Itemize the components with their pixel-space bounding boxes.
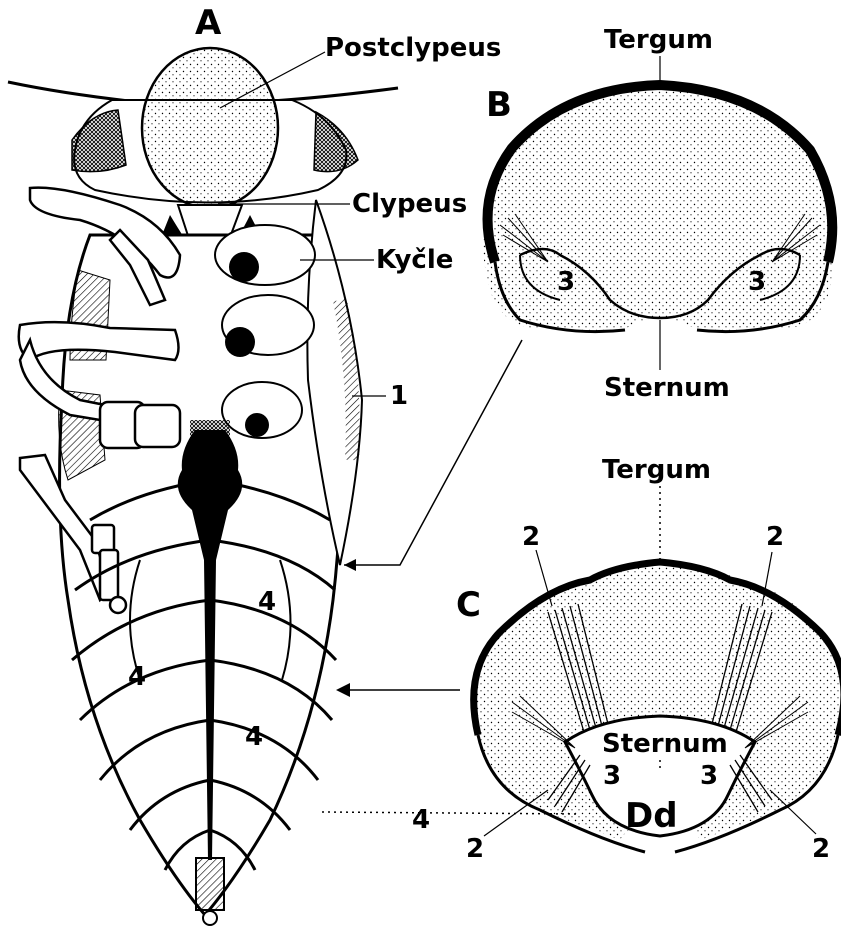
postclypeus-shape	[142, 48, 278, 208]
panel-b-cross-section	[483, 85, 833, 333]
label-segment-4-b: 4	[128, 662, 146, 692]
label-three-b-left: 3	[557, 267, 575, 297]
label-segment-4-c: 4	[245, 722, 263, 752]
label-three-b-right: 3	[748, 267, 766, 297]
label-wing-1: 1	[390, 381, 408, 411]
label-two-c-lower-right: 2	[812, 834, 830, 864]
label-four-leader: 4	[412, 805, 430, 835]
coxa-dot-1	[229, 252, 259, 282]
label-postclypeus: Postclypeus	[325, 33, 501, 63]
label-segment-4-a: 4	[258, 587, 276, 617]
coxa-dot-3	[245, 413, 269, 437]
label-kycle: Kyčle	[376, 245, 453, 275]
label-three-c-left: 3	[603, 761, 621, 791]
label-two-c-upper-left: 2	[522, 522, 540, 552]
coxae-group	[215, 225, 315, 438]
label-two-c-upper-right: 2	[766, 522, 784, 552]
label-dd: Dd	[625, 796, 678, 836]
compound-eye-left	[72, 110, 126, 172]
arrow-b-to-a	[344, 340, 522, 565]
panel-a-insect-body	[8, 48, 398, 925]
label-three-c-right: 3	[700, 761, 718, 791]
panel-b-letter: B	[486, 85, 512, 125]
terminal-segment	[196, 858, 224, 910]
coxa-dot-2	[225, 327, 255, 357]
label-tergum-b: Tergum	[604, 25, 713, 55]
label-tergum-c: Tergum	[602, 455, 711, 485]
compound-eye-right	[314, 112, 358, 172]
label-sternum-b: Sternum	[604, 373, 730, 403]
label-two-c-lower-left: 2	[466, 834, 484, 864]
label-clypeus: Clypeus	[352, 189, 467, 219]
label-sternum-c: Sternum	[602, 729, 728, 759]
panel-c-letter: C	[456, 585, 481, 625]
panel-a-letter: A	[195, 3, 222, 43]
